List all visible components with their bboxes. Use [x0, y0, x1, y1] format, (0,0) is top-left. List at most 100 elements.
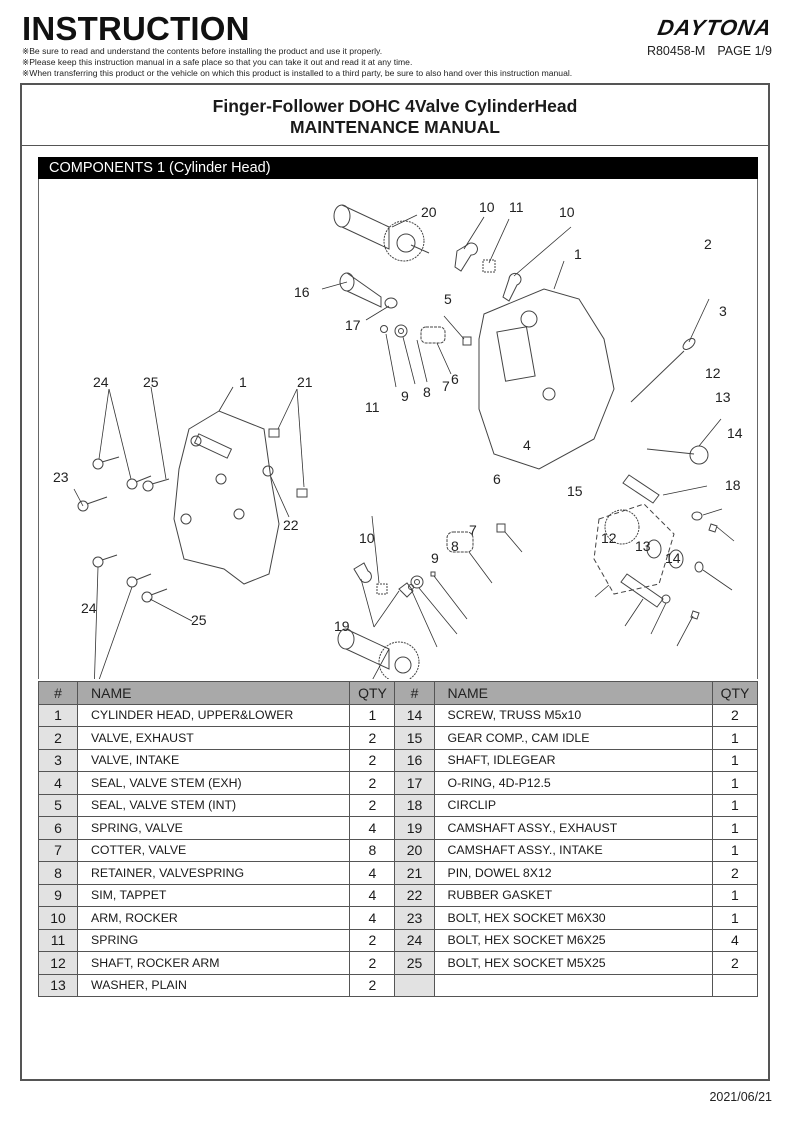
cylinder-head-lower-drawing: [478, 288, 615, 470]
section-header: COMPONENTS 1 (Cylinder Head): [38, 157, 758, 179]
part-number: 25: [394, 951, 435, 975]
part-number: 10: [37, 906, 79, 930]
part-number: 5: [37, 793, 79, 817]
part-number: 2: [37, 726, 79, 750]
callout-7: 7: [469, 522, 477, 538]
part-number: 20: [394, 838, 435, 862]
part-name: ARM, ROCKER: [77, 906, 351, 930]
part-number: 4: [37, 771, 79, 795]
part-qty: 1: [711, 816, 759, 840]
part-number: 6: [37, 816, 79, 840]
part-name: [433, 973, 713, 997]
note-2: Please keep this instruction manual in a…: [22, 57, 572, 68]
part-number: 15: [394, 726, 435, 750]
callout-6: 6: [493, 471, 501, 487]
callout-22: 22: [283, 517, 299, 533]
part-qty: 4: [349, 861, 396, 885]
callout-10: 10: [359, 530, 375, 546]
note-1: Be sure to read and understand the conte…: [22, 46, 572, 57]
col-header-name: NAME: [77, 681, 351, 705]
part-number: 16: [394, 748, 435, 772]
part-number: 8: [37, 861, 79, 885]
callout-1: 1: [239, 374, 247, 390]
part-name: SEAL, VALVE STEM (EXH): [77, 771, 351, 795]
part-name: SCREW, TRUSS M5x10: [433, 703, 713, 727]
brand-logo: DAYTONA: [656, 15, 775, 40]
callout-13: 13: [635, 538, 651, 554]
callout-17: 17: [345, 317, 361, 333]
part-qty: 2: [711, 703, 759, 727]
part-name: RETAINER, VALVESPRING: [77, 861, 351, 885]
part-qty: 4: [349, 906, 396, 930]
rocker-spring-drawing: [482, 259, 496, 273]
part-qty: 2: [349, 951, 396, 975]
part-number: 23: [394, 906, 435, 930]
manual-frame: Finger-Follower DOHC 4Valve CylinderHead…: [20, 83, 770, 1081]
callout-9: 9: [431, 550, 439, 566]
part-name: COTTER, VALVE: [77, 838, 351, 862]
exhaust-valve-drawing: [630, 350, 685, 403]
callout-15: 15: [567, 483, 583, 499]
col-header-qty: QTY: [349, 681, 396, 705]
header-notes: Be sure to read and understand the conte…: [22, 46, 572, 80]
callout-21: 21: [297, 374, 313, 390]
callout-5: 5: [444, 291, 452, 307]
document-title-box: Finger-Follower DOHC 4Valve CylinderHead…: [22, 85, 768, 146]
rocker-arm-drawing: [353, 562, 372, 583]
part-qty: 4: [711, 928, 759, 952]
callout-12: 12: [601, 530, 617, 546]
part-name: CAMSHAFT ASSY., INTAKE: [433, 838, 713, 862]
col-header-name: NAME: [433, 681, 713, 705]
part-name: PIN, DOWEL 8X12: [433, 861, 713, 885]
leader-lines: [73, 214, 735, 679]
part-number: 14: [394, 703, 435, 727]
callout-4: 4: [523, 437, 531, 453]
intake-valve-drawing: [646, 448, 695, 455]
cam-idle-gear-drawing: [593, 503, 675, 595]
callout-10: 10: [559, 204, 575, 220]
callout-10: 10: [479, 199, 495, 215]
rocker-arm-drawing: [454, 242, 478, 272]
part-number: 24: [394, 928, 435, 952]
table-header-row: # NAME QTY # NAME QTY: [37, 681, 759, 705]
part-number: 12: [37, 951, 79, 975]
callout-3: 3: [719, 303, 727, 319]
part-name: SIM, TAPPET: [77, 883, 351, 907]
part-qty: 1: [711, 726, 759, 750]
part-number: 9: [37, 883, 79, 907]
part-qty: 1: [349, 703, 396, 727]
part-name: SHAFT, IDLEGEAR: [433, 748, 713, 772]
camshaft-intake-drawing: [333, 204, 430, 262]
part-name: GEAR COMP., CAM IDLE: [433, 726, 713, 750]
part-name: BOLT, HEX SOCKET M6X25: [433, 928, 713, 952]
doc-number: R80458-M: [646, 44, 706, 58]
callout-24: 24: [93, 374, 109, 390]
part-name: VALVE, EXHAUST: [77, 726, 351, 750]
part-qty: 2: [349, 771, 396, 795]
col-header-no: #: [394, 681, 435, 705]
part-name: SEAL, VALVE STEM (INT): [77, 793, 351, 817]
part-qty: 2: [349, 726, 396, 750]
part-name: BOLT, HEX SOCKET M6X30: [433, 906, 713, 930]
part-qty: 1: [711, 793, 759, 817]
part-qty: 4: [349, 816, 396, 840]
callout-2: 2: [704, 236, 712, 252]
part-number: 17: [394, 771, 435, 795]
part-number: 13: [37, 973, 79, 997]
callout-1: 1: [574, 246, 582, 262]
part-name: WASHER, PLAIN: [77, 973, 351, 997]
part-name: BOLT, HEX SOCKET M5X25: [433, 951, 713, 975]
callout-13: 13: [715, 389, 731, 405]
part-number: 18: [394, 793, 435, 817]
document-subtitle: MAINTENANCE MANUAL: [290, 117, 500, 137]
callout-11: 11: [365, 399, 380, 415]
